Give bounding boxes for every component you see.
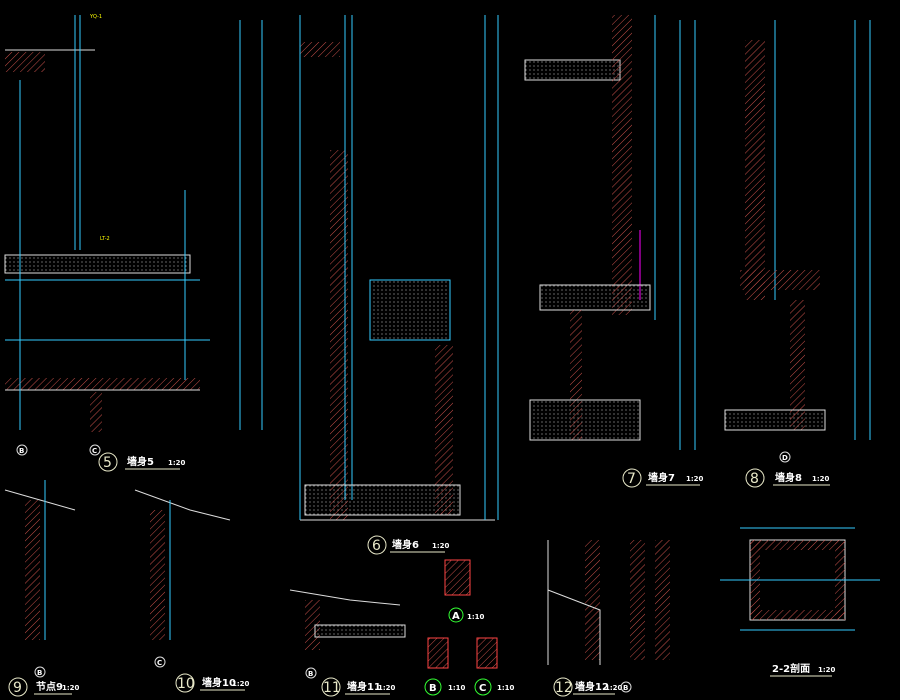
svg-text:1:20: 1:20	[686, 475, 704, 483]
svg-text:6: 6	[372, 538, 381, 554]
sections-a-b-c	[427, 559, 498, 669]
svg-text:2-2剖面: 2-2剖面	[772, 662, 810, 675]
svg-text:墙身5: 墙身5	[127, 455, 154, 468]
svg-text:C: C	[157, 659, 162, 667]
section-2-2-plan	[720, 527, 880, 631]
title-detail-8: 8 墙身8 1:20	[745, 468, 830, 488]
svg-text:1:20: 1:20	[378, 684, 396, 692]
svg-text:墙身8: 墙身8	[775, 471, 802, 484]
title-detail-10: 10 墙身10 1:20	[175, 673, 250, 693]
svg-text:1:20: 1:20	[168, 459, 186, 467]
title-section-2-2: 2-2剖面 1:20	[770, 662, 836, 677]
svg-text:1:10: 1:10	[467, 613, 485, 621]
svg-text:LT-2: LT-2	[100, 236, 110, 242]
svg-text:12: 12	[555, 680, 573, 696]
svg-text:墙身6: 墙身6	[392, 538, 419, 551]
svg-text:D: D	[782, 454, 788, 462]
svg-text:墙身11: 墙身11	[347, 680, 381, 693]
axis-markers: B C B B D B C	[16, 444, 791, 693]
svg-text:墙身7: 墙身7	[648, 471, 675, 484]
svg-text:1:20: 1:20	[232, 680, 250, 688]
svg-text:B: B	[308, 670, 313, 678]
detail-8-wall-section	[724, 20, 871, 440]
detail-7-wall-section	[524, 15, 696, 450]
svg-text:5: 5	[103, 455, 112, 471]
svg-text:B: B	[429, 683, 437, 694]
svg-text:B: B	[623, 684, 628, 692]
detail-9-10-11	[4, 480, 406, 650]
title-detail-12: 12 墙身12 1:20	[553, 677, 623, 697]
title-detail-5: 5 墙身5 1:20	[98, 452, 186, 472]
svg-text:1:20: 1:20	[605, 684, 623, 692]
svg-text:11: 11	[323, 680, 341, 696]
svg-text:7: 7	[627, 471, 636, 487]
svg-text:10: 10	[177, 676, 195, 692]
detail-5-wall-section: YQ-1 LT-2	[4, 14, 263, 432]
svg-text:1:20: 1:20	[818, 666, 836, 674]
detail-12-section	[547, 540, 670, 665]
svg-text:9: 9	[13, 680, 22, 696]
svg-text:1:20: 1:20	[62, 684, 80, 692]
svg-text:8: 8	[750, 471, 759, 487]
title-detail-7: 7 墙身7 1:20	[622, 468, 704, 488]
detail-6-wall-section	[299, 15, 499, 521]
title-section-a: A 1:10	[448, 607, 485, 623]
svg-text:1:10: 1:10	[448, 684, 466, 692]
svg-text:墙身10: 墙身10	[202, 676, 236, 689]
svg-text:B: B	[37, 669, 42, 677]
title-section-c: C 1:10	[474, 678, 515, 696]
title-detail-11: 11 墙身11 1:20	[321, 677, 396, 697]
title-section-b: B 1:10	[424, 678, 466, 696]
title-detail-9: 9 节点9 1:20	[8, 677, 80, 697]
svg-text:B: B	[19, 447, 24, 455]
svg-text:1:10: 1:10	[497, 684, 515, 692]
svg-text:1:20: 1:20	[432, 542, 450, 550]
title-detail-6: 6 墙身6 1:20	[367, 535, 450, 555]
svg-text:C: C	[92, 447, 97, 455]
svg-text:墙身12: 墙身12	[575, 680, 609, 693]
svg-text:A: A	[452, 611, 460, 622]
svg-text:YQ-1: YQ-1	[89, 14, 102, 20]
svg-text:C: C	[479, 683, 486, 694]
svg-text:1:20: 1:20	[812, 475, 830, 483]
svg-text:节点9: 节点9	[36, 680, 63, 693]
